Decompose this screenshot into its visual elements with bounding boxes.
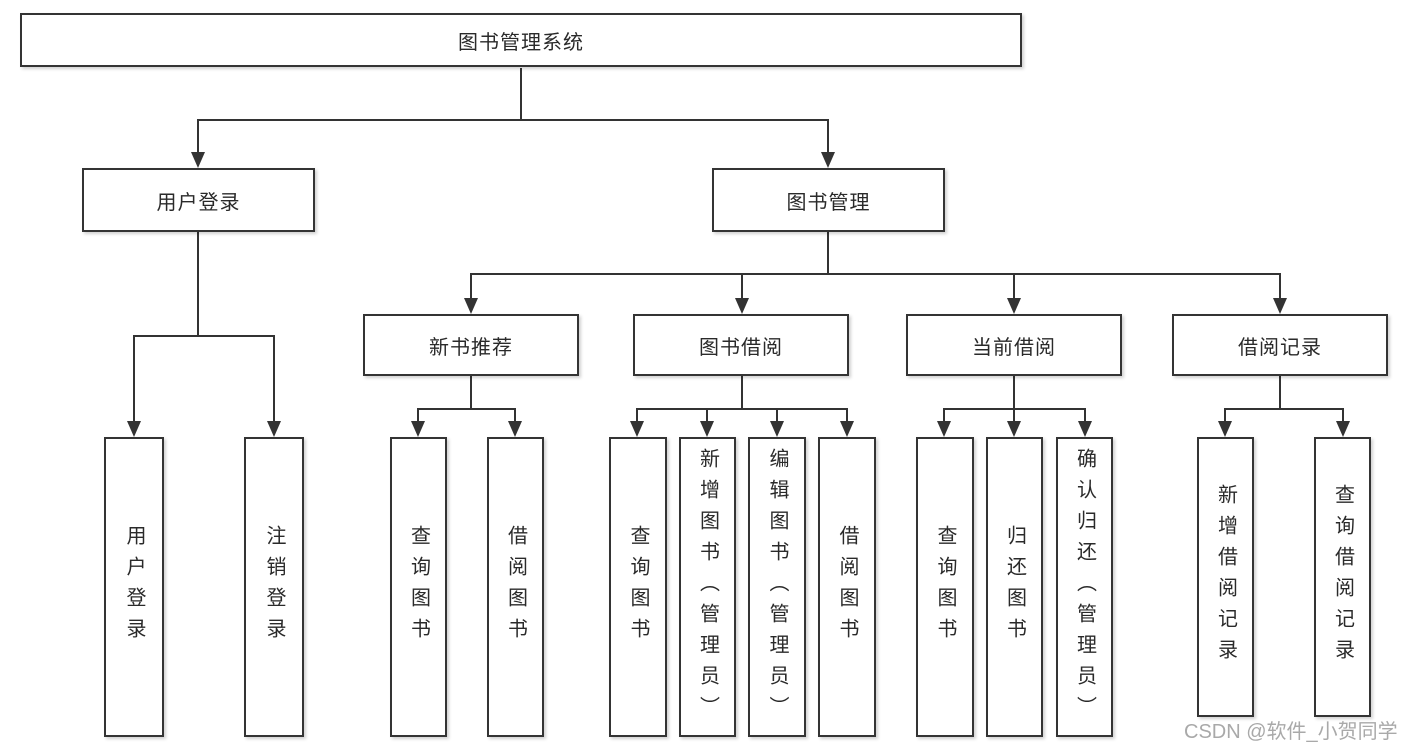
node-label: 当前借阅 [972,336,1056,359]
leaf-query-books-borrowing: 查询图书 [609,437,667,737]
node-label: 新书推荐 [429,336,513,359]
leaf-user-login: 用户登录 [104,437,164,737]
leaf-label: 编辑图书（管理员） [766,447,788,727]
leaf-label: 查询图书 [627,525,649,649]
leaf-label: 查询借阅记录 [1331,484,1354,670]
leaf-query-borrow-record: 查询借阅记录 [1314,437,1371,717]
leaf-label: 新增图书（管理员） [696,447,719,727]
arrowhead [191,152,205,168]
leaf-return-books: 归还图书 [986,437,1043,737]
node-book-borrowing: 图书借阅 [633,314,849,376]
arrowhead [770,421,784,437]
arrowhead [821,152,835,168]
arrowhead [630,421,644,437]
node-label: 图书管理 [786,191,871,214]
node-new-book-recommendation: 新书推荐 [363,314,579,376]
leaf-confirm-return-admin: 确认归还（管理员） [1056,437,1113,737]
leaf-label: 用户登录 [123,525,145,649]
node-label: 图书借阅 [699,336,783,359]
arrowhead [1078,421,1092,437]
leaf-borrow-books-borrowing: 借阅图书 [818,437,876,737]
leaf-label: 借阅图书 [504,525,527,649]
node-library-management-system: 图书管理系统 [20,13,1022,67]
csdn-watermark: CSDN @软件_小贺同学 [1184,721,1398,743]
leaf-label: 注销登录 [263,525,285,649]
leaf-add-borrow-record: 新增借阅记录 [1197,437,1254,717]
node-current-borrowing: 当前借阅 [906,314,1122,376]
leaf-label: 借阅图书 [836,525,858,649]
node-label: 用户登录 [156,191,241,214]
node-label: 图书管理系统 [458,31,584,54]
leaf-query-books-recommend: 查询图书 [390,437,447,737]
arrowhead [1007,421,1021,437]
leaf-borrow-books-recommend: 借阅图书 [487,437,544,737]
leaf-label: 新增借阅记录 [1214,484,1237,670]
arrowhead [1273,298,1287,314]
leaf-logout: 注销登录 [244,437,304,737]
leaf-label: 确认归还（管理员） [1073,447,1096,727]
arrowhead [411,421,425,437]
node-book-management: 图书管理 [712,168,945,232]
leaf-add-books-admin: 新增图书（管理员） [679,437,736,737]
leaf-label: 归还图书 [1003,525,1026,649]
node-label: 借阅记录 [1238,336,1322,359]
arrowhead [1007,298,1021,314]
arrowhead [1218,421,1232,437]
arrowhead [1336,421,1350,437]
leaf-label: 查询图书 [934,525,956,649]
arrowhead [735,298,749,314]
arrowhead [937,421,951,437]
leaf-query-books-current: 查询图书 [916,437,974,737]
arrowhead [508,421,522,437]
arrowhead [700,421,714,437]
arrowhead [464,298,478,314]
arrowhead [267,421,281,437]
node-borrowing-records: 借阅记录 [1172,314,1388,376]
leaf-label: 查询图书 [407,525,430,649]
arrowhead [127,421,141,437]
leaf-edit-books-admin: 编辑图书（管理员） [748,437,806,737]
arrowhead [840,421,854,437]
node-user-login-group: 用户登录 [82,168,315,232]
